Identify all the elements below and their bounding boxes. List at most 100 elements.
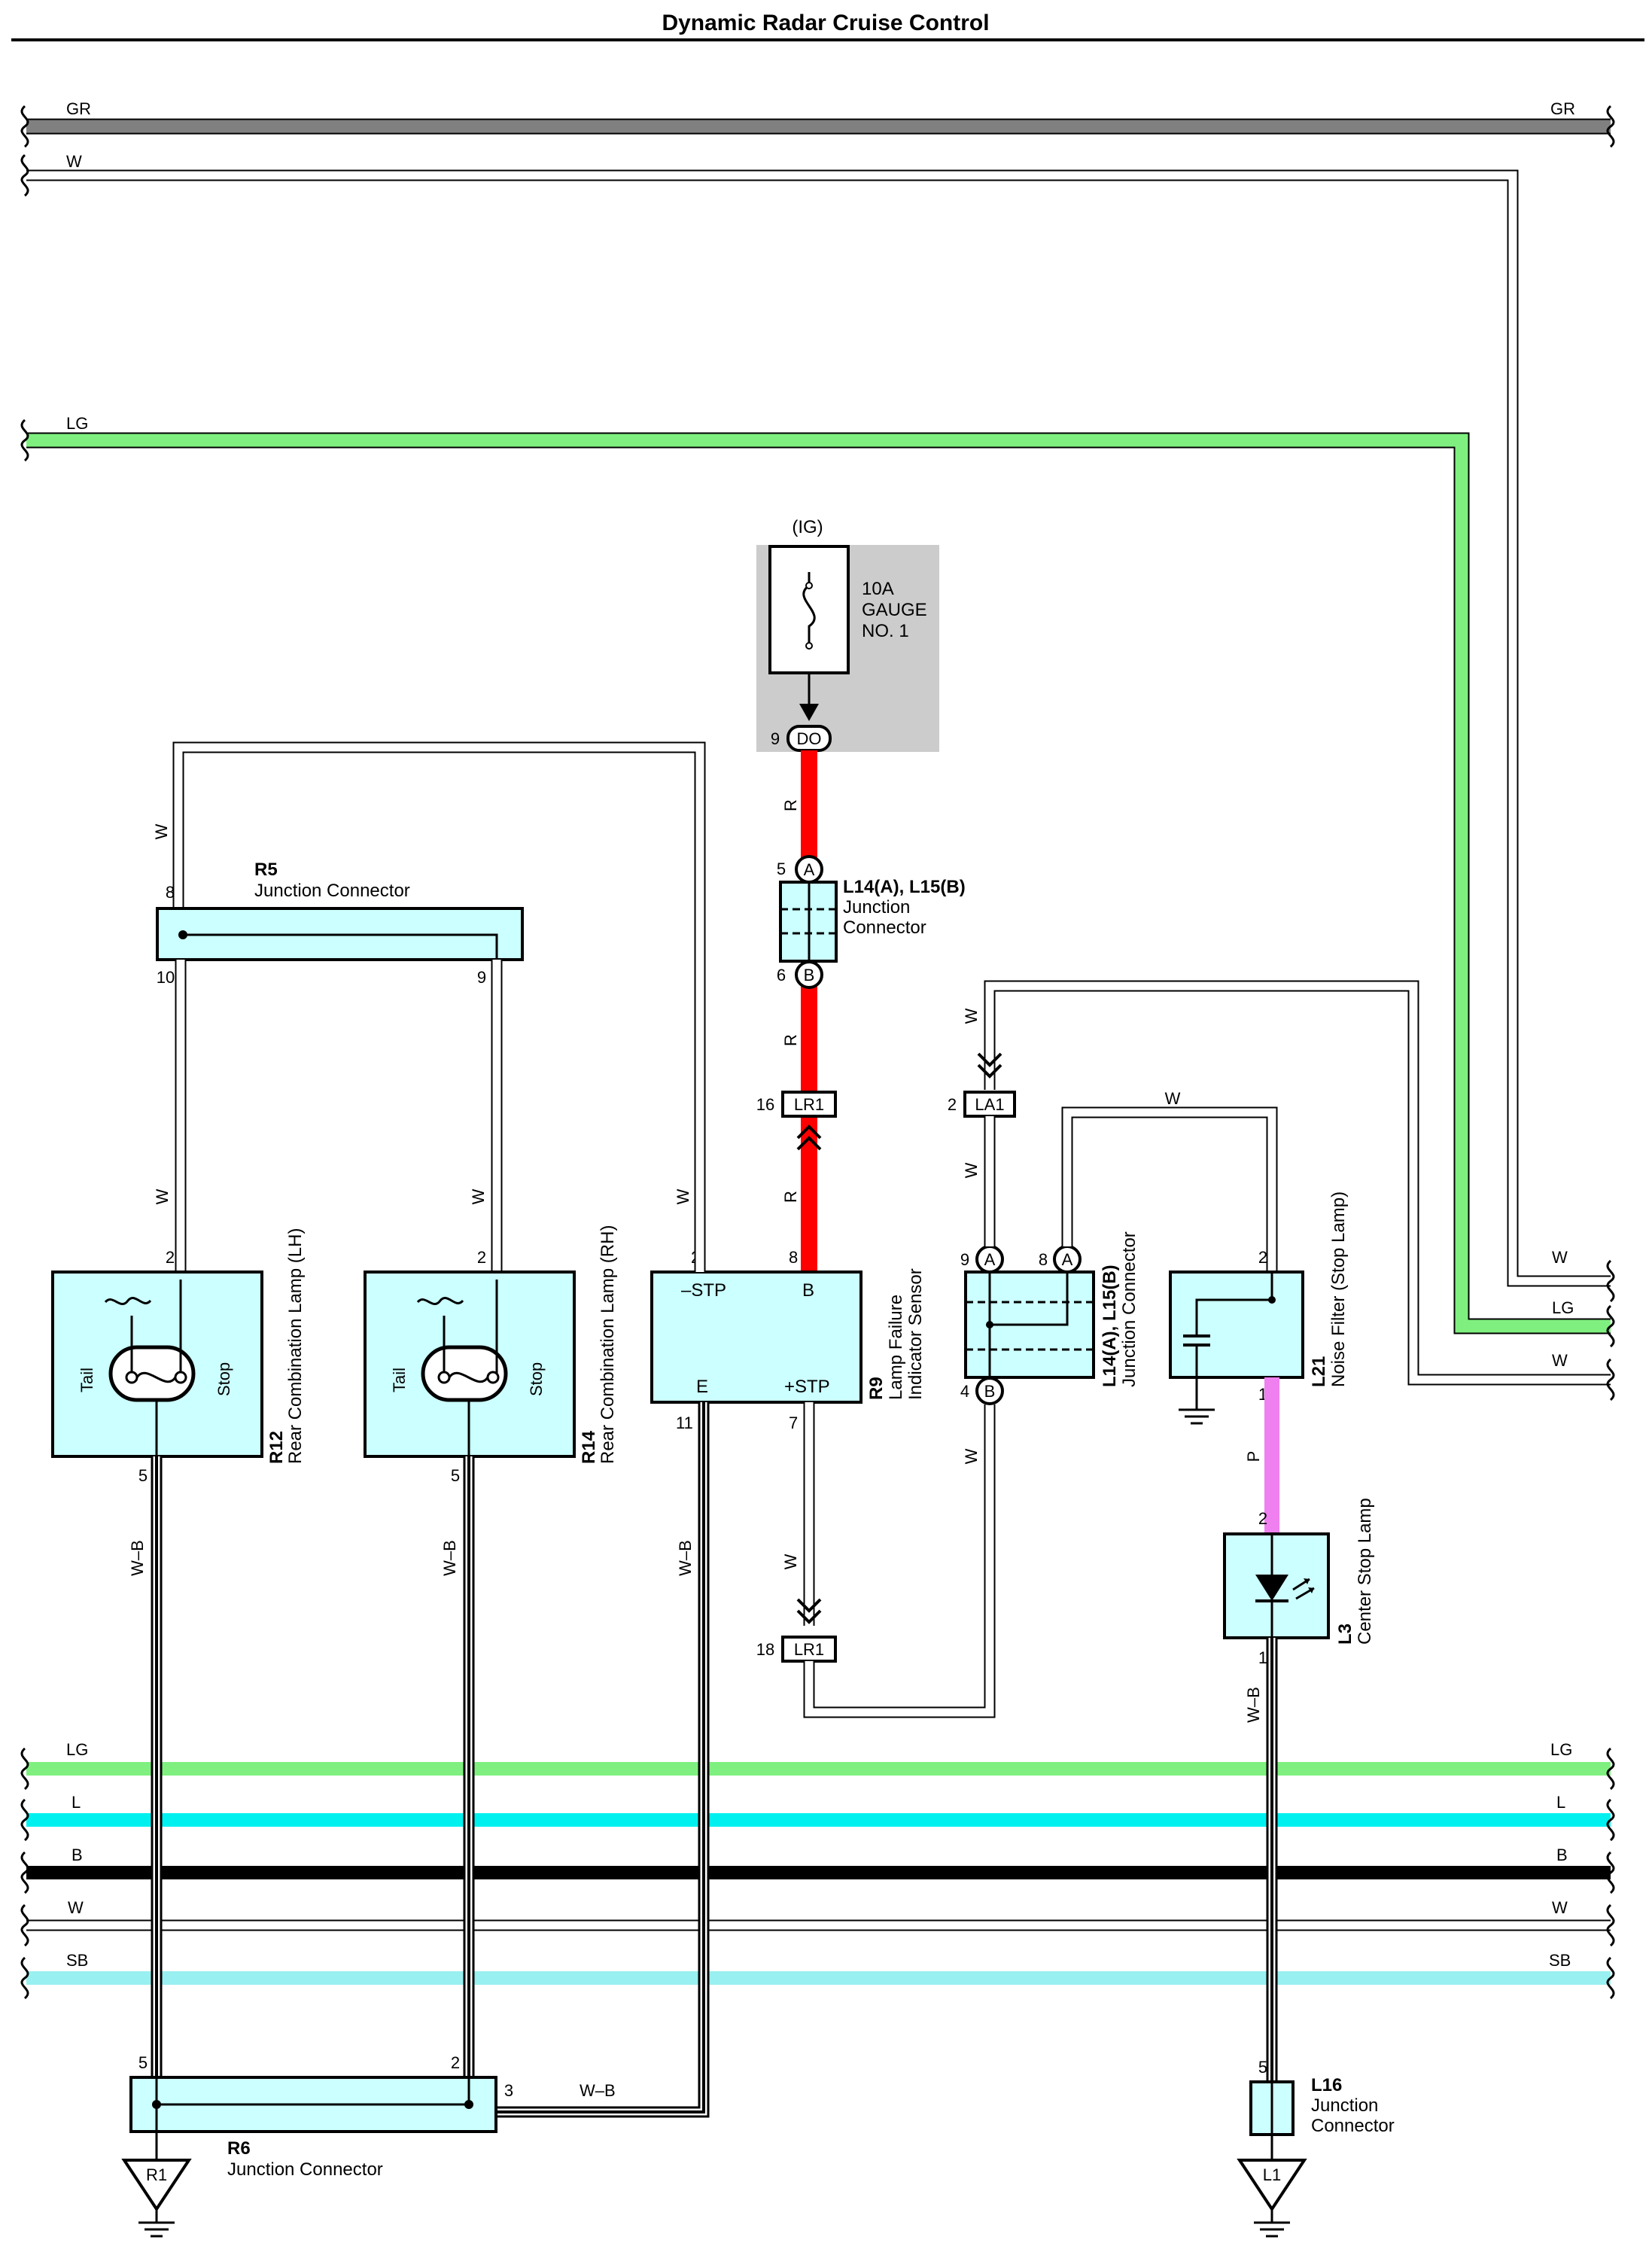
l14-mid-pin-8: 8 (1039, 1250, 1048, 1269)
connector-do-label: DO (797, 729, 822, 748)
r6-pin-5: 5 (138, 2053, 148, 2072)
label-lg-bottom-right: LG (1550, 1740, 1572, 1759)
r6-name: Junction Connector (227, 2159, 383, 2180)
label-lg-top: LG (66, 414, 88, 433)
label-w-la1-top: W (962, 1008, 981, 1024)
label-wb-r14: W–B (440, 1540, 459, 1576)
label-r-2: R (781, 1034, 800, 1046)
label-wb-r12: W–B (128, 1540, 147, 1576)
label-w-top: W (66, 152, 82, 171)
label-w-bottom-right: W (1552, 1898, 1568, 1917)
label-w-r14: W (469, 1188, 488, 1204)
l14-mid-b-label: B (984, 1382, 996, 1401)
r14-code: R14 (579, 1430, 599, 1464)
r5-name: Junction Connector (254, 881, 410, 901)
r12-pin-2: 2 (166, 1248, 175, 1267)
lr1-bottom-label: LR1 (794, 1640, 824, 1659)
l14-top-pin-a (795, 855, 823, 884)
l14-top-code: L14(A), L15(B) (843, 877, 966, 897)
l3-name: Center Stop Lamp (1355, 1498, 1375, 1645)
l14-top-b-label: B (804, 966, 815, 984)
label-w-bottom-left: W (68, 1898, 84, 1917)
label-b-bottom-right: B (1556, 1846, 1568, 1864)
r12-bulb-icon (104, 1280, 196, 1456)
r9-stp-minus: –STP (681, 1280, 726, 1301)
lr1-top-pin: 16 (756, 1095, 774, 1114)
r5-pin-9: 9 (477, 968, 486, 987)
l14-top-name-1: Junction (843, 897, 910, 918)
r14-bulb-icon (416, 1280, 508, 1456)
r5-pin-8: 8 (166, 883, 175, 902)
label-wb-r6: W–B (580, 2081, 616, 2100)
l21-code: L21 (1309, 1356, 1329, 1387)
l16-name-2: Connector (1311, 2116, 1395, 2136)
lr1-bottom (781, 1636, 837, 1663)
la1-pin: 2 (948, 1095, 957, 1114)
r14-pin-2: 2 (477, 1248, 486, 1267)
l21-pin-2: 2 (1258, 1248, 1267, 1267)
l3-led-icon (1255, 1534, 1315, 1638)
r9-stp-plus: +STP (784, 1377, 830, 1397)
r12-tail: Tail (78, 1368, 96, 1392)
r12-code: R12 (266, 1431, 287, 1464)
label-w-r9-bottom: W (781, 1554, 800, 1569)
label-b-bottom-left: B (71, 1846, 83, 1864)
l16-name-1: Junction (1311, 2095, 1378, 2116)
label-l-bottom-right: L (1556, 1793, 1565, 1812)
l14-mid-code: L14(A), L15(B) (1100, 1264, 1120, 1387)
label-l-bottom-left: L (71, 1793, 81, 1812)
lr1-bottom-pin: 18 (756, 1640, 774, 1659)
pin-do: 9 (771, 729, 780, 748)
diagram-title: Dynamic Radar Cruise Control (662, 11, 989, 35)
r14-pin-5: 5 (451, 1466, 460, 1485)
l3-pin-2: 2 (1258, 1509, 1267, 1528)
l21-body (1169, 1271, 1304, 1379)
label-wb-r9: W–B (676, 1540, 695, 1576)
r14-stop: Stop (527, 1362, 546, 1396)
lr1-top-label: LR1 (794, 1095, 824, 1114)
ground-l1-label: L1 (1263, 2165, 1281, 2184)
label-sb-bottom-right: SB (1549, 1951, 1571, 1970)
r9-pin-8: 8 (789, 1248, 798, 1267)
r14-name: Rear Combination Lamp (RH) (598, 1225, 618, 1464)
l21-capacitor-icon (1183, 1272, 1276, 1396)
l3-pin-1: 1 (1258, 1648, 1267, 1667)
label-lg-bottom-left: LG (66, 1740, 88, 1759)
l14-top-pin-6: 6 (777, 966, 786, 984)
l14-top-name-2: Connector (843, 918, 926, 938)
label-p: P (1244, 1451, 1263, 1462)
l14-mid-a1-label: A (984, 1250, 996, 1269)
ground-l1-triangle (1237, 2159, 1307, 2212)
r5-pin-10: 10 (157, 968, 175, 987)
label-w-l14-bottom: W (962, 1448, 981, 1464)
la1-label: LA1 (975, 1095, 1004, 1114)
r9-name-2: Indicator Sensor (905, 1268, 926, 1400)
fuse-name-2: NO. 1 (862, 621, 909, 641)
r12-name: Rear Combination Lamp (LH) (285, 1228, 306, 1464)
r5-code: R5 (254, 860, 278, 880)
label-sb-bottom-left: SB (66, 1951, 88, 1970)
label-r-1: R (781, 799, 800, 811)
label-right-w2: W (1552, 1351, 1568, 1370)
r14-tail: Tail (390, 1368, 409, 1392)
r9-pin-11: 11 (676, 1414, 693, 1432)
r9-body (650, 1271, 863, 1404)
r9-b: B (802, 1280, 814, 1301)
label-w-r12: W (153, 1188, 172, 1204)
label-gr-right: GR (1550, 99, 1575, 118)
r6-pin-2: 2 (451, 2053, 460, 2072)
r9-code: R9 (866, 1377, 887, 1400)
label-r-3: R (781, 1191, 800, 1203)
wire-w-l14-l21 (1061, 1106, 1278, 1272)
r6-pin-3: 3 (504, 2081, 513, 2100)
l14-mid-pin-4: 4 (960, 1382, 969, 1401)
ground-r1-triangle (121, 2159, 192, 2212)
label-right-w1: W (1552, 1248, 1568, 1267)
wire-wb-r9 (497, 1402, 710, 2118)
r6-code: R6 (227, 2138, 251, 2159)
label-w-r9: W (674, 1188, 692, 1204)
l14-mid-pin-9: 9 (960, 1250, 969, 1269)
fuse-body (768, 545, 850, 674)
l14-mid-name: Junction Connector (1119, 1231, 1139, 1387)
